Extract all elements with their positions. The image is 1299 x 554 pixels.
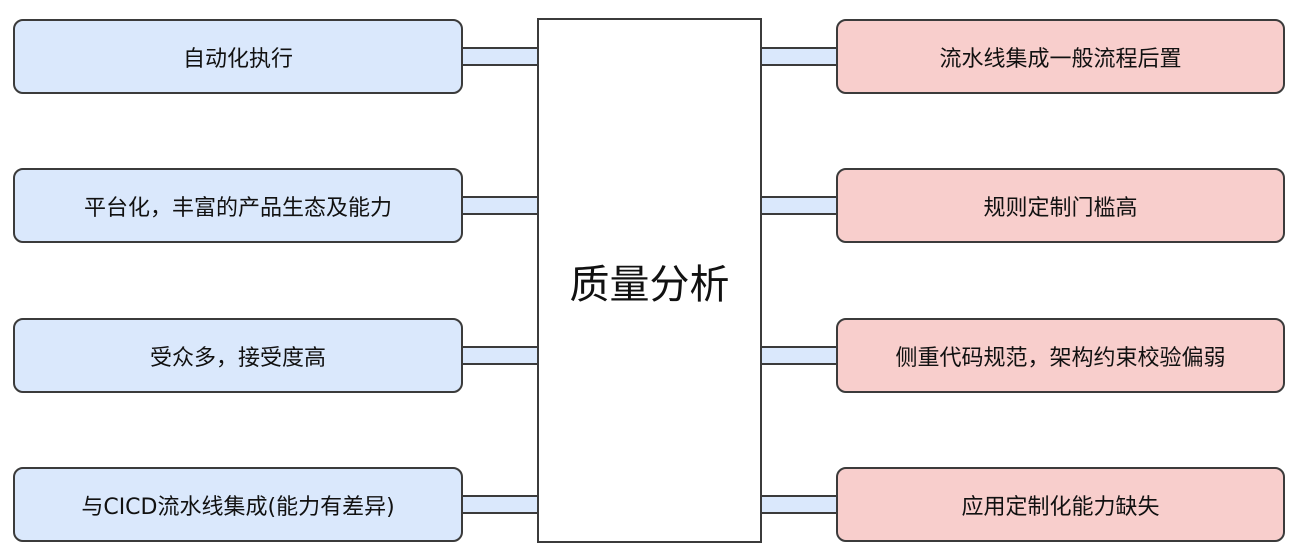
left-node-platform: 平台化，丰富的产品生态及能力 [13, 168, 463, 243]
left-node-label: 受众多，接受度高 [149, 345, 326, 371]
left-connector-2 [463, 196, 537, 215]
right-connector-4 [762, 495, 836, 514]
center-node-label: 质量分析 [569, 261, 730, 308]
left-node-label: 自动化执行 [182, 46, 293, 72]
left-node-automation: 自动化执行 [13, 19, 463, 94]
left-connector-3 [463, 346, 537, 365]
right-node-label: 流水线集成一般流程后置 [939, 46, 1182, 72]
right-node-label: 应用定制化能力缺失 [961, 494, 1160, 520]
left-node-label: 平台化，丰富的产品生态及能力 [83, 195, 392, 221]
left-connector-4 [463, 495, 537, 514]
right-connector-2 [762, 196, 836, 215]
right-node-rule-threshold: 规则定制门槛高 [836, 168, 1285, 243]
right-node-label: 侧重代码规范，架构约束校验偏弱 [895, 345, 1226, 371]
right-node-label: 规则定制门槛高 [983, 195, 1138, 221]
left-connector-1 [463, 47, 537, 66]
left-node-adoption: 受众多，接受度高 [13, 318, 463, 393]
right-node-customization-lacking: 应用定制化能力缺失 [836, 467, 1285, 542]
center-node-quality-analysis: 质量分析 [537, 18, 762, 543]
left-node-cicd: 与CICD流水线集成(能力有差异) [13, 467, 463, 542]
right-node-pipeline-late: 流水线集成一般流程后置 [836, 19, 1285, 94]
right-connector-3 [762, 346, 836, 365]
right-node-code-style-focus: 侧重代码规范，架构约束校验偏弱 [836, 318, 1285, 393]
left-node-label: 与CICD流水线集成(能力有差异) [81, 494, 395, 520]
right-connector-1 [762, 47, 836, 66]
